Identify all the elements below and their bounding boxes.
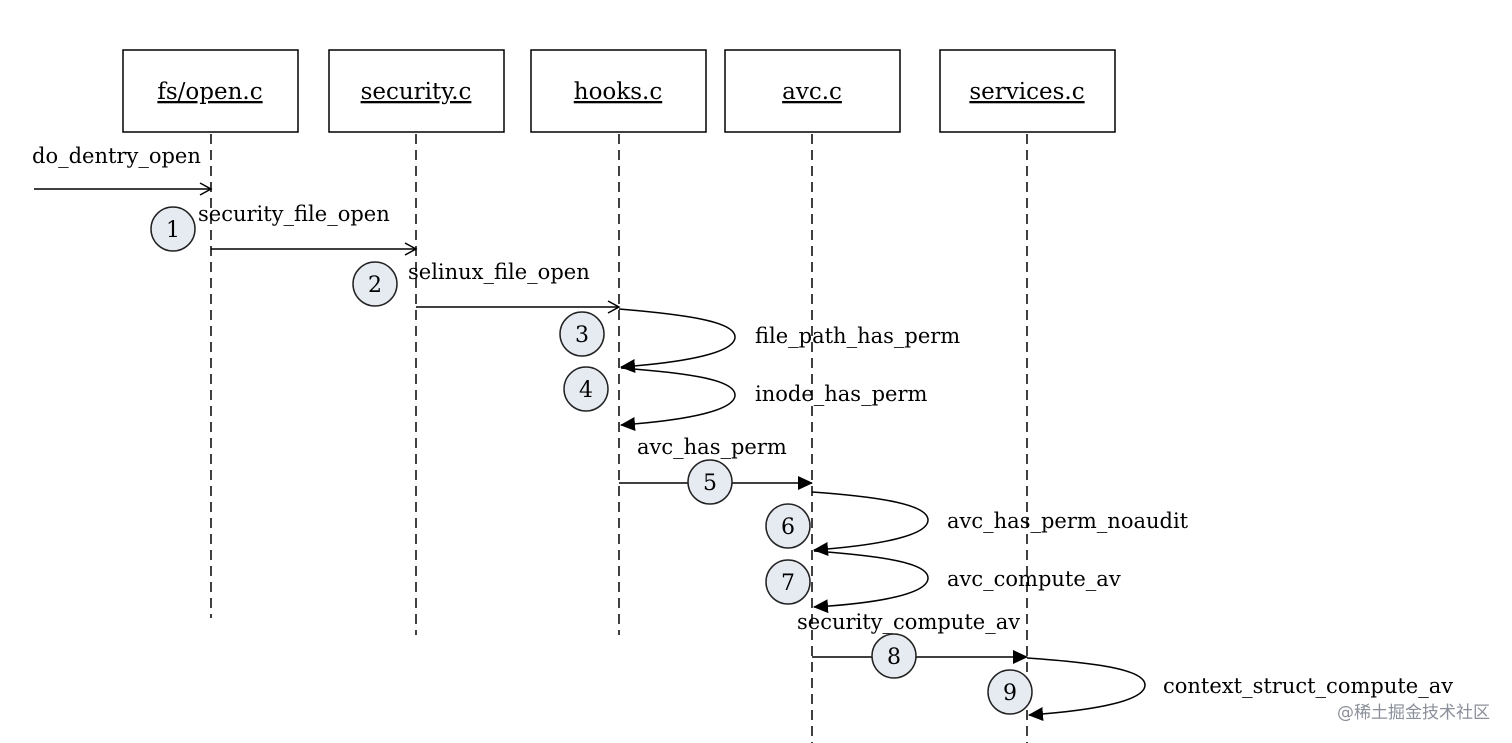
step-number: 5	[703, 471, 717, 496]
step-marker-4: 4	[563, 366, 609, 412]
step-number: 3	[575, 323, 589, 348]
message-label-do-dentry-open: do_dentry_open	[32, 144, 201, 168]
message-arrow-avc-compute-av	[813, 550, 929, 614]
message-label-selinux-file-open: selinux_file_open	[408, 260, 590, 284]
message-label-context-struct-compute-av: context_struct_compute_av	[1163, 674, 1453, 698]
step-marker-5: 5	[687, 459, 733, 505]
step-marker-7: 7	[765, 559, 811, 605]
step-number: 9	[1003, 681, 1017, 706]
step-marker-3: 3	[559, 311, 605, 357]
watermark: @稀土掘金技术社区	[1337, 703, 1490, 723]
message-arrow-avc-has-perm-noaudit	[811, 491, 929, 556]
message-arrow-context-struct-compute-av	[1026, 657, 1146, 721]
step-marker-2: 2	[352, 261, 398, 307]
lifeline-header-security: security.c	[328, 49, 505, 133]
step-number: 6	[781, 515, 795, 540]
step-number: 7	[781, 571, 795, 596]
step-number: 1	[166, 218, 180, 243]
message-label-avc-has-perm-noaudit: avc_has_perm_noaudit	[947, 509, 1189, 533]
message-label-inode-has-perm: inode_has_perm	[755, 382, 927, 406]
message-label-avc-compute-av: avc_compute_av	[947, 567, 1121, 591]
step-marker-8: 8	[871, 633, 917, 679]
message-label-file-path-has-perm: file_path_has_perm	[755, 324, 960, 348]
lifeline-header-services: services.c	[939, 49, 1116, 133]
message-label-security-file-open: security_file_open	[198, 202, 390, 226]
lifeline-header-hooks: hooks.c	[530, 49, 707, 133]
lifeline-title: security.c	[361, 79, 472, 105]
lifeline-header-fs-open: fs/open.c	[122, 49, 299, 133]
lifeline-title: fs/open.c	[157, 79, 262, 105]
step-marker-6: 6	[765, 503, 811, 549]
step-number: 2	[368, 273, 382, 298]
lifeline-title: hooks.c	[574, 79, 662, 105]
lifeline-title: services.c	[969, 79, 1084, 105]
step-marker-9: 9	[987, 669, 1033, 715]
step-marker-1: 1	[150, 206, 196, 252]
step-number: 8	[887, 645, 901, 670]
message-label-avc-has-perm: avc_has_perm	[637, 435, 787, 459]
message-arrow-inode-has-perm	[620, 367, 736, 431]
message-arrow-file-path-has-perm	[618, 308, 736, 373]
step-number: 4	[579, 378, 593, 403]
message-label-security-compute-av: security_compute_av	[797, 610, 1020, 634]
lifeline-title: avc.c	[782, 79, 842, 105]
lifeline-header-avc: avc.c	[724, 49, 901, 133]
